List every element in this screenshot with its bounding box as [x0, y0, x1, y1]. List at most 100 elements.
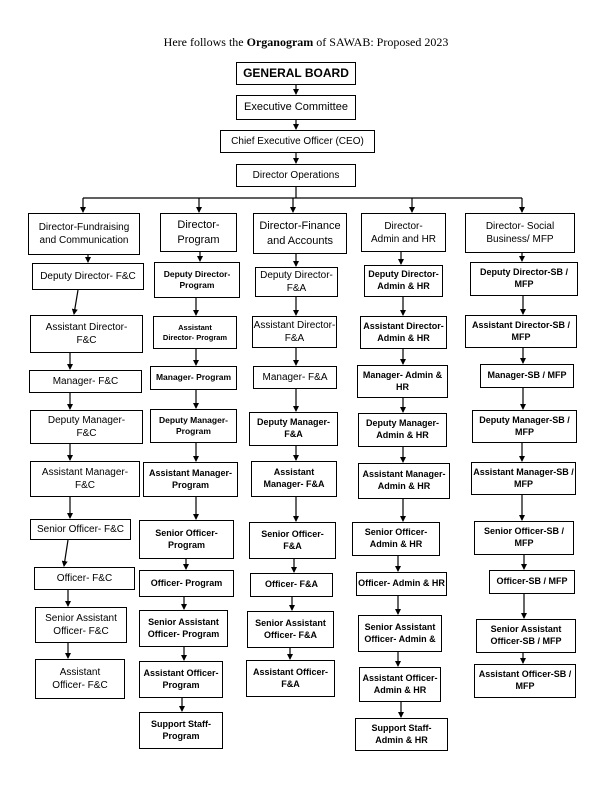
- col2-label-10: Assistant Officer- Program: [143, 667, 219, 690]
- ceo-label: Chief Executive Officer (CEO): [231, 136, 364, 147]
- col5-box-9: Senior Assistant Officer-SB / MFP: [476, 619, 576, 653]
- col5-label-6: Assistant Manager-SB / MFP: [473, 466, 574, 489]
- col5-box-8: Officer-SB / MFP: [489, 570, 575, 594]
- arrow-col1-2: [71, 289, 79, 315]
- col2-box-1: Director- Program: [160, 213, 237, 252]
- col5-box-7: Senior Officer-SB / MFP: [474, 521, 574, 555]
- col1-box-8: Officer- F&C: [34, 567, 135, 590]
- col3-label-6: Assistant Manager- F&A: [263, 467, 325, 489]
- col4-box-1: Director- Admin and HR: [361, 213, 446, 252]
- col3-box-9: Senior Assistant Officer- F&A: [247, 611, 334, 648]
- col2-box-4: Manager- Program: [150, 366, 237, 390]
- col4-box-3: Assistant Director- Admin & HR: [360, 316, 447, 349]
- col4-label-5: Deputy Manager- Admin & HR: [365, 418, 439, 440]
- col5-box-2: Deputy Director-SB / MFP: [470, 262, 578, 296]
- title-suffix: of SAWAB: Proposed 2023: [313, 35, 449, 49]
- col1-label-9: Senior Assistant Officer- F&C: [45, 613, 117, 637]
- col3-label-1: Director-Finance and Accounts: [259, 220, 341, 247]
- col4-label-1: Director- Admin and HR: [370, 220, 437, 245]
- col5-label-10: Assistant Officer-SB / MFP: [478, 669, 572, 691]
- col1-label-10: Assistant Officer- F&C: [52, 667, 108, 691]
- col1-box-2: Deputy Director- F&C: [32, 263, 144, 290]
- col3-box-8: Officer- F&A: [250, 573, 333, 597]
- col2-label-9: Senior Assistant Officer- Program: [147, 616, 220, 639]
- col5-label-4: Manager-SB / MFP: [487, 370, 567, 381]
- col4-box-2: Deputy Director- Admin & HR: [364, 265, 443, 297]
- col3-box-10: Assistant Officer- F&A: [246, 660, 335, 697]
- executive-committee-box: Executive Committee: [236, 95, 356, 120]
- col2-box-9: Senior Assistant Officer- Program: [139, 610, 228, 647]
- col5-label-2: Deputy Director-SB / MFP: [479, 267, 568, 289]
- col2-label-5: Deputy Manager- Program: [159, 414, 228, 436]
- col5-label-3: Assistant Director-SB / MFP: [471, 319, 571, 342]
- col3-box-7: Senior Officer- F&A: [249, 522, 336, 559]
- col1-label-8: Officer- F&C: [56, 573, 113, 584]
- ceo-box: Chief Executive Officer (CEO): [220, 130, 375, 153]
- col4-box-5: Deputy Manager- Admin & HR: [358, 413, 447, 447]
- col1-box-5: Deputy Manager- F&C: [30, 410, 143, 444]
- col2-box-3: Assistant Director- Program: [153, 316, 237, 349]
- col2-box-7: Senior Officer- Program: [139, 520, 234, 559]
- col2-label-3: Assistant Director- Program: [162, 322, 228, 342]
- page-title: Here follows the Organogram of SAWAB: Pr…: [0, 35, 612, 50]
- title-prefix: Here follows the: [163, 35, 247, 49]
- general-board-label: GENERAL BOARD: [243, 65, 349, 80]
- col2-box-2: Deputy Director- Program: [154, 262, 240, 298]
- col5-box-1: Director- Social Business/ MFP: [465, 213, 575, 253]
- col4-label-4: Manager- Admin & HR: [362, 369, 443, 392]
- col5-box-6: Assistant Manager-SB / MFP: [471, 462, 576, 495]
- col1-box-6: Assistant Manager- F&C: [30, 461, 140, 497]
- col2-box-6: Assistant Manager- Program: [143, 462, 238, 497]
- col1-label-1: Director-Fundraising and Communication: [38, 222, 130, 246]
- col3-box-5: Deputy Manager- F&A: [249, 412, 338, 446]
- col1-box-7: Senior Officer- F&C: [30, 519, 131, 540]
- col1-box-10: Assistant Officer- F&C: [35, 659, 125, 699]
- col3-box-1: Director-Finance and Accounts: [253, 213, 347, 254]
- director-operations-label: Director Operations: [252, 170, 340, 181]
- general-board-box: GENERAL BOARD: [236, 62, 356, 85]
- col2-label-11: Support Staff- Program: [151, 718, 211, 741]
- col2-label-2: Deputy Director- Program: [163, 268, 231, 290]
- col5-box-3: Assistant Director-SB / MFP: [465, 315, 577, 348]
- col1-label-2: Deputy Director- F&C: [40, 271, 136, 282]
- col4-box-9: Senior Assistant Officer- Admin &: [358, 615, 442, 652]
- col3-label-7: Senior Officer- F&A: [261, 528, 324, 551]
- col3-box-2: Deputy Director- F&A: [255, 267, 338, 297]
- col2-label-6: Assistant Manager- Program: [148, 467, 233, 490]
- col3-label-3: Assistant Director- F&A: [253, 320, 336, 344]
- col1-box-4: Manager- F&C: [29, 370, 142, 393]
- col4-box-7: Senior Officer- Admin & HR: [352, 522, 440, 556]
- director-operations-box: Director Operations: [236, 164, 356, 187]
- col4-label-11: Support Staff- Admin & HR: [371, 722, 432, 745]
- col1-label-5: Deputy Manager- F&C: [47, 415, 126, 439]
- col4-box-4: Manager- Admin & HR: [357, 365, 448, 398]
- col5-box-5: Deputy Manager-SB / MFP: [472, 410, 577, 443]
- col3-label-8: Officer- F&A: [264, 579, 318, 590]
- col2-box-8: Officer- Program: [139, 570, 234, 597]
- col4-label-8: Officer- Admin & HR: [358, 578, 445, 589]
- col4-label-2: Deputy Director- Admin & HR: [368, 269, 439, 291]
- col2-box-5: Deputy Manager- Program: [150, 409, 237, 443]
- col5-label-1: Director- Social Business/ MFP: [485, 221, 555, 245]
- col3-label-4: Manager- F&A: [262, 372, 328, 383]
- col3-box-3: Assistant Director- F&A: [252, 316, 337, 348]
- col2-label-8: Officer- Program: [150, 577, 223, 588]
- executive-committee-label: Executive Committee: [244, 101, 348, 114]
- col2-label-1: Director- Program: [177, 219, 220, 246]
- col4-box-11: Support Staff- Admin & HR: [355, 718, 448, 751]
- col5-box-4: Manager-SB / MFP: [480, 364, 574, 388]
- col4-label-10: Assistant Officer- Admin & HR: [362, 672, 438, 695]
- col1-label-6: Assistant Manager- F&C: [41, 467, 129, 491]
- col1-box-1: Director-Fundraising and Communication: [28, 213, 140, 255]
- col4-label-6: Assistant Manager- Admin & HR: [362, 469, 446, 491]
- col1-label-7: Senior Officer- F&C: [36, 524, 125, 535]
- col4-box-10: Assistant Officer- Admin & HR: [359, 667, 441, 702]
- col2-label-4: Manager- Program: [155, 372, 232, 383]
- col2-box-10: Assistant Officer- Program: [139, 661, 223, 698]
- col5-box-10: Assistant Officer-SB / MFP: [474, 664, 576, 698]
- col3-box-4: Manager- F&A: [253, 366, 337, 389]
- title-bold: Organogram: [246, 35, 314, 49]
- col4-box-6: Assistant Manager- Admin & HR: [358, 463, 450, 499]
- col5-label-9: Senior Assistant Officer-SB / MFP: [490, 624, 562, 646]
